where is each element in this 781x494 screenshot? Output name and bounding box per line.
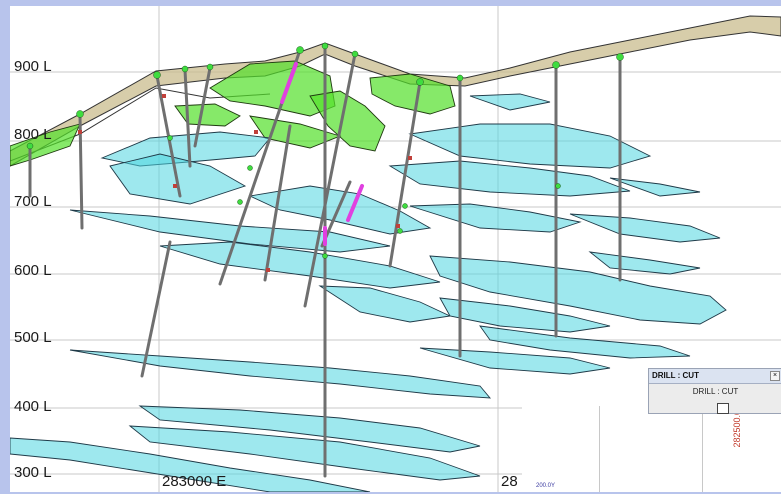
inset-corner-label: 200.0Y [536,483,556,489]
elevation-label-800: 800 L [14,126,52,143]
green-lenses [10,60,456,167]
cut-width-control[interactable] [717,403,729,414]
inset-northing-label: 282500.0 [732,410,742,448]
inset-grid-line [702,406,703,492]
elevation-label-400: 400 L [14,398,52,415]
elevation-label-500: 500 L [14,329,52,346]
geology-scene [10,6,781,492]
section-grid [10,6,781,492]
drill-cut-subtitle: DRILL : CUT [692,387,739,396]
easting-label-283000: 283000 E [162,473,227,490]
collar-markers [26,42,624,259]
sample-markers [78,94,412,272]
elevation-label-900: 900 L [14,58,52,75]
inset-grid-line [599,406,600,492]
3d-section-viewport[interactable]: 900 L 800 L 700 L 600 L 500 L 400 L 300 … [10,6,781,492]
easting-label-partial: 28 [501,473,518,490]
elevation-label-300: 300 L [14,464,52,481]
elevation-label-600: 600 L [14,262,52,279]
close-icon[interactable]: × [770,371,780,381]
drill-cut-panel[interactable]: DRILL : CUT × DRILL : CUT [648,368,781,414]
high-grade-intervals [280,62,364,246]
drill-cut-panel-title: DRILL : CUT [649,369,781,384]
elevation-label-700: 700 L [14,193,52,210]
inset-map-view[interactable]: 282500.0 200.0Y [522,406,781,492]
